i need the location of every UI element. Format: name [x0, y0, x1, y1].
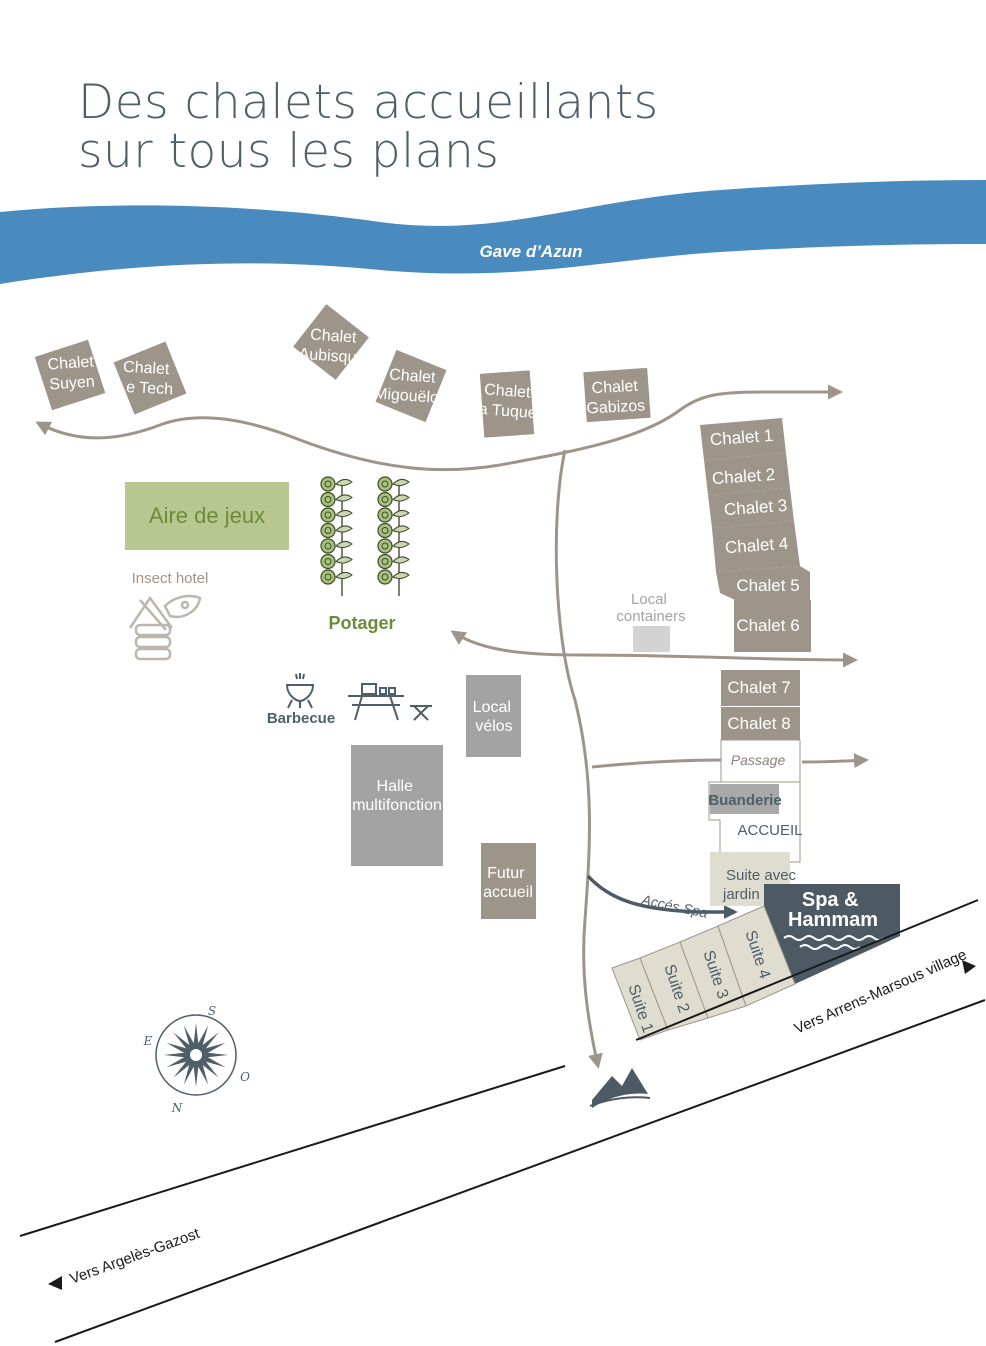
chalet-1[interactable]	[700, 418, 786, 460]
right-chalets	[700, 418, 811, 740]
chalet-le-tech-label: ChaletLe Tech	[117, 359, 175, 399]
suite-jardin-label: Suite avec jardin	[722, 867, 800, 903]
chalet-le-tech[interactable]	[113, 341, 187, 415]
chalet-4-label: Chalet 4	[724, 534, 788, 557]
chalet-migouelou-label: ChaletMigouëlou	[374, 365, 450, 407]
passage-label: Passage	[731, 752, 786, 768]
local-containers-label: Local containers	[616, 591, 685, 625]
mountain-logo-icon	[589, 1068, 651, 1108]
halle-multifonction[interactable]	[351, 745, 443, 866]
chalet-2[interactable]	[704, 453, 790, 495]
local-velos-label: Local vélos	[473, 699, 516, 735]
path-main	[554, 449, 603, 1069]
path-spa	[586, 874, 738, 919]
potager-icon	[320, 476, 410, 596]
chalet-1-label: Chalet 1	[709, 426, 773, 449]
wave-icon	[783, 935, 885, 950]
path-passage-right	[801, 753, 869, 769]
aire-de-jeux[interactable]	[125, 482, 289, 550]
chalet-aubisque-label: ChaletAubisque	[298, 326, 367, 368]
insect-hotel-icon	[128, 594, 202, 661]
chalet-7[interactable]	[721, 670, 800, 706]
roads	[19, 899, 986, 1343]
futur-accueil-label: Futur accueil	[483, 865, 533, 901]
map-title: Des chalets accueillants sur tous les pl…	[78, 78, 659, 176]
chalet-suyen-label: ChaletSuyen	[47, 353, 96, 393]
chalet-gabizos-label: ChaletGabizos	[585, 377, 646, 417]
road-west-arrow-icon	[48, 1276, 62, 1290]
chalet-5[interactable]	[716, 566, 810, 600]
spa-hammam[interactable]	[764, 884, 900, 984]
road-line-east-upper	[635, 899, 979, 1041]
top-chalets	[34, 304, 651, 438]
road-east-arrow-icon	[962, 960, 976, 974]
cabbage-icon	[320, 569, 353, 585]
spa-label: Spa & Hammam	[788, 889, 878, 931]
paths	[35, 384, 869, 1069]
cabbage-icon	[320, 476, 353, 492]
chalet-2-label: Chalet 2	[711, 465, 775, 488]
chalet-6-label: Chalet 6	[736, 616, 799, 635]
chalet-la-tuque-label: Chaletla Tuque	[475, 381, 539, 422]
futur-accueil[interactable]	[481, 843, 536, 919]
cabbage-icon	[320, 538, 353, 554]
river-gave-azun	[0, 180, 986, 284]
chalet-5-label: Chalet 5	[736, 576, 799, 595]
insect-hotel-label: Insect hotel	[132, 570, 209, 587]
cabbage-icon	[377, 522, 410, 539]
path-top	[35, 384, 843, 472]
cabbage-icon	[320, 507, 353, 523]
local-velos[interactable]	[466, 675, 521, 757]
cabbage-icon	[320, 522, 353, 539]
buanderie-label: Buanderie	[708, 792, 781, 809]
chalet-aubisque[interactable]	[293, 304, 369, 380]
title-line-1: Des chalets accueillants	[78, 75, 659, 130]
compass-o: O	[240, 1070, 250, 1084]
suites	[611, 905, 796, 1041]
cabbage-icon	[377, 507, 410, 523]
cabbage-icon	[320, 491, 353, 508]
cabbage-icon	[377, 553, 410, 570]
chalet-8-label: Chalet 8	[727, 714, 790, 733]
road-line-south	[54, 999, 986, 1343]
cabbage-icon	[377, 491, 410, 508]
river-label: Gave d’Azun	[480, 242, 583, 261]
suite-4[interactable]	[717, 905, 796, 1007]
chalet-7-label: Chalet 7	[727, 678, 790, 697]
cabbage-icon	[320, 553, 353, 570]
chalet-3-label: Chalet 3	[723, 496, 787, 519]
compass-s: S	[208, 1004, 216, 1018]
compass-icon: S E O N	[143, 1004, 250, 1115]
accueil-label: ACCUEIL	[737, 822, 802, 839]
picnic-table-icon	[348, 683, 432, 721]
local-containers-box[interactable]	[633, 626, 670, 652]
aire-de-jeux-label: Aire de jeux	[149, 503, 265, 528]
halle-label: Halle multifonction	[352, 778, 442, 814]
chalet-migouelou[interactable]	[375, 349, 447, 423]
cabbage-icon	[377, 538, 410, 554]
barbecue-icon	[285, 673, 315, 709]
cabbage-icon	[377, 569, 410, 585]
compass-n: N	[171, 1101, 183, 1115]
title-line-2: sur tous les plans	[78, 124, 500, 179]
chalet-8[interactable]	[721, 707, 800, 740]
chalet-6[interactable]	[734, 600, 811, 652]
potager-label: Potager	[328, 613, 395, 633]
compass-e: E	[143, 1034, 153, 1048]
path-middle	[450, 630, 858, 668]
chalet-gabizos[interactable]	[583, 367, 651, 423]
buanderie-box[interactable]	[710, 784, 779, 814]
acces-spa-label: Accés Spa	[639, 891, 709, 921]
chalet-la-tuque[interactable]	[479, 370, 535, 438]
path-passage-left	[591, 758, 723, 769]
chalet-3[interactable]	[708, 488, 794, 528]
barbecue-label: Barbecue	[267, 710, 335, 727]
chalet-suyen[interactable]	[34, 339, 106, 411]
road-west-label: Vers Argelès-Gazost	[68, 1225, 203, 1288]
road-line-west	[19, 1065, 566, 1237]
chalet-4[interactable]	[712, 521, 800, 572]
cabbage-icon	[377, 476, 410, 492]
